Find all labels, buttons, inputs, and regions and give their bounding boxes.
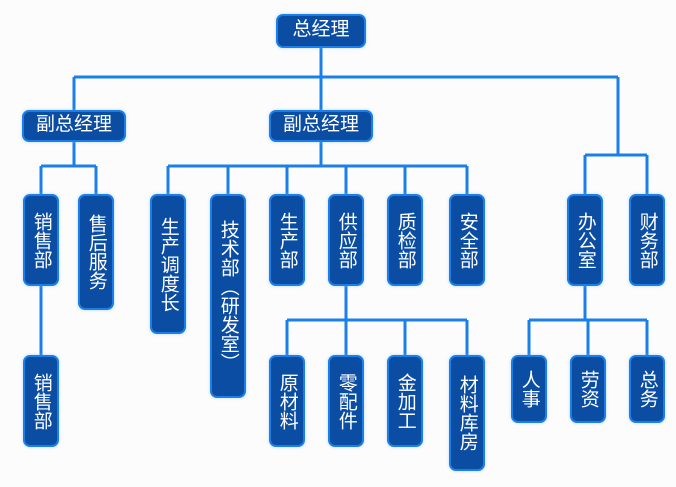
node-finance-department[interactable]: 财务部 [629, 194, 665, 286]
node-label: 劳资 [577, 370, 600, 408]
node-label: 生产部 [276, 211, 299, 269]
node-label: 销售部 [30, 372, 53, 430]
node-label: 金加工 [394, 372, 417, 430]
node-label: 质检部 [394, 211, 417, 269]
node-label: 副总经理 [35, 113, 112, 136]
node-label: 办公室 [574, 211, 597, 269]
node-quality-inspection-department[interactable]: 质检部 [387, 194, 423, 286]
node-label: 财务部 [636, 211, 659, 269]
node-label: 总务 [636, 370, 659, 408]
node-deputy-general-manager-left[interactable]: 副总经理 [22, 110, 126, 142]
node-label: 副总经理 [282, 113, 359, 136]
node-technology-department-rd-office[interactable]: 技术部（研发室） [210, 194, 246, 398]
node-general-manager[interactable]: 总经理 [276, 14, 366, 48]
node-production-department[interactable]: 生产部 [269, 194, 305, 286]
node-label: 销售部 [30, 211, 53, 269]
node-spare-parts[interactable]: 零配件 [328, 355, 364, 447]
node-label: 人事 [518, 370, 541, 408]
node-office[interactable]: 办公室 [567, 194, 603, 286]
node-label: 生产调度长 [157, 216, 180, 312]
node-safety-department[interactable]: 安全部 [449, 194, 485, 286]
node-label: 供应部 [335, 211, 358, 269]
node-label: 零配件 [335, 372, 358, 430]
node-raw-material[interactable]: 原材料 [269, 355, 305, 447]
node-supply-department[interactable]: 供应部 [328, 194, 364, 286]
node-deputy-general-manager-center[interactable]: 副总经理 [269, 110, 373, 142]
node-material-warehouse[interactable]: 材料库房 [449, 355, 485, 471]
node-label: 售后服务 [85, 214, 108, 290]
node-label: 原材料 [276, 372, 299, 430]
node-label: 安全部 [456, 211, 479, 269]
node-labor-and-wages[interactable]: 劳资 [570, 355, 606, 423]
node-metal-processing[interactable]: 金加工 [387, 355, 423, 447]
node-sales-department[interactable]: 销售部 [23, 194, 59, 286]
node-general-affairs[interactable]: 总务 [629, 355, 665, 423]
node-sales-department-secondary[interactable]: 销售部 [23, 355, 59, 447]
node-label: 总经理 [292, 18, 350, 41]
node-human-resources[interactable]: 人事 [511, 355, 547, 423]
node-label: 材料库房 [456, 375, 479, 451]
node-production-scheduling-chief[interactable]: 生产调度长 [150, 194, 186, 334]
node-after-sales-service[interactable]: 售后服务 [78, 194, 114, 310]
node-label: 技术部（研发室） [217, 220, 240, 372]
